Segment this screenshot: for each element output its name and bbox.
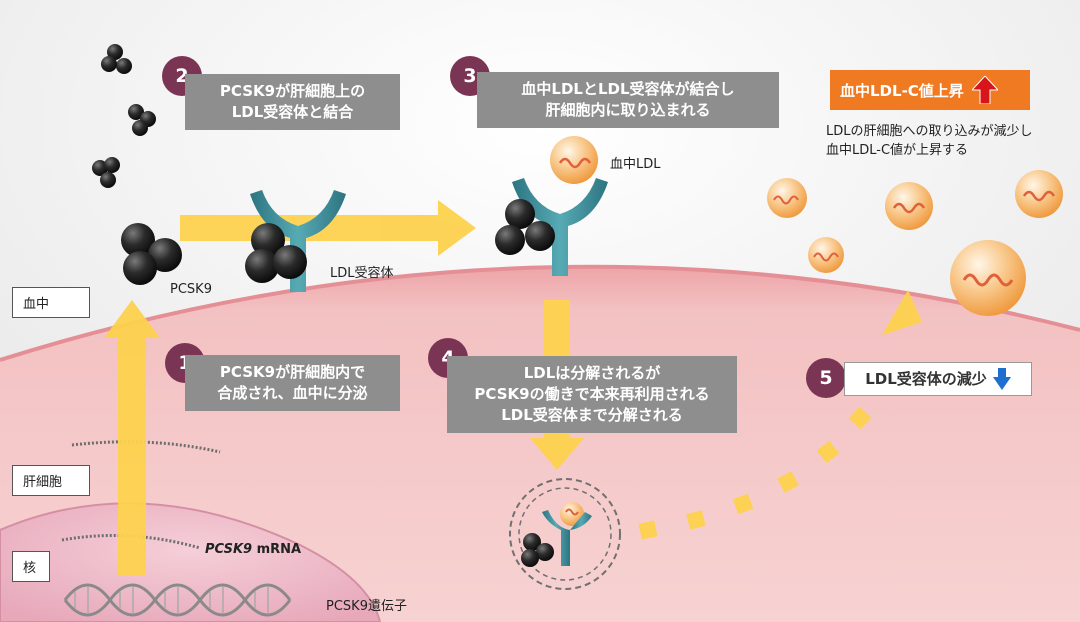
mrna-label: PCSK9 mRNA bbox=[205, 542, 301, 557]
pcsk9-label: PCSK9 bbox=[170, 282, 212, 297]
ldl-c-increase-title: 血中LDL-C値上昇 bbox=[840, 81, 964, 100]
arrow-up-icon bbox=[971, 76, 998, 104]
step-4-line-3: LDL受容体まで分解される bbox=[501, 406, 683, 424]
nucleus-region-label: 核 bbox=[12, 551, 50, 582]
step-2-box: PCSK9が肝細胞上の LDL受容体と結合 bbox=[185, 74, 400, 130]
step-4-line-2: PCSK9の働きで本来再利用される bbox=[474, 385, 710, 403]
step-3-box: 血中LDLとLDL受容体が結合し 肝細胞内に取り込まれる bbox=[477, 72, 779, 128]
step-1-box: PCSK9が肝細胞内で 合成され、血中に分泌 bbox=[185, 355, 400, 411]
result-note-line-2: 血中LDL-C値が上昇する bbox=[826, 143, 969, 158]
step-1-line-1: PCSK9が肝細胞内で bbox=[219, 363, 366, 381]
blood-ldl-label: 血中LDL bbox=[610, 157, 661, 172]
step-2-line-1: PCSK9が肝細胞上の bbox=[219, 82, 366, 100]
step-5-badge: 5 bbox=[806, 358, 846, 398]
ldl-receptor-label: LDL受容体 bbox=[330, 266, 394, 281]
step-5-line-1: LDL受容体の減少 bbox=[865, 369, 987, 388]
step-3-line-1: 血中LDLとLDL受容体が結合し bbox=[521, 80, 735, 98]
step-4-box: LDLは分解されるが PCSK9の働きで本来再利用される LDL受容体まで分解さ… bbox=[447, 356, 737, 433]
blood-region-label: 血中 bbox=[12, 287, 90, 318]
result-note-line-1: LDLの肝細胞への取り込みが減少し bbox=[826, 124, 1033, 139]
step-4-line-1: LDLは分解されるが bbox=[523, 364, 661, 382]
gene-label: PCSK9遺伝子 bbox=[326, 599, 407, 614]
step-5-box: LDL受容体の減少 bbox=[844, 362, 1032, 396]
arrow-down-icon bbox=[992, 368, 1011, 390]
ldl-c-increase-badge: 血中LDL-C値上昇 bbox=[830, 70, 1030, 110]
liver-cell-region-label: 肝細胞 bbox=[12, 465, 90, 496]
step-3-line-2: 肝細胞内に取り込まれる bbox=[545, 101, 711, 119]
mrna-suffix: mRNA bbox=[256, 542, 302, 557]
step-2-line-2: LDL受容体と結合 bbox=[231, 103, 354, 121]
mrna-gene-name: PCSK9 bbox=[205, 542, 253, 557]
result-note: LDLの肝細胞への取り込みが減少し 血中LDL-C値が上昇する bbox=[826, 122, 1033, 160]
step-1-line-2: 合成され、血中に分泌 bbox=[217, 384, 368, 402]
